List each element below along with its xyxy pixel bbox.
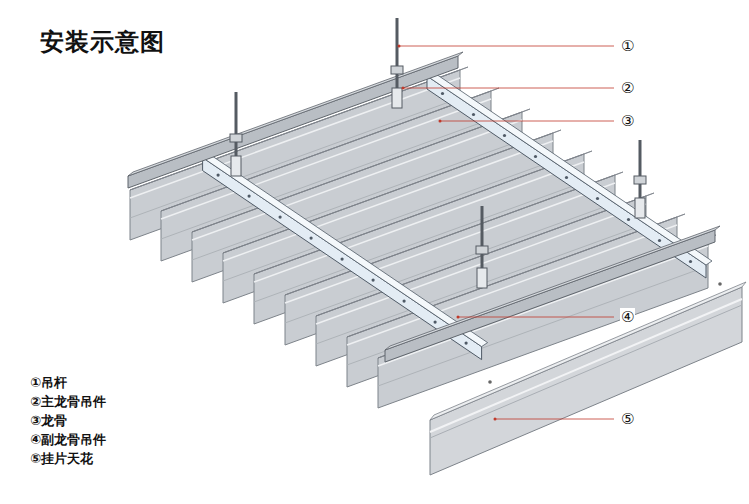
rod-nut: [476, 246, 488, 254]
carrier-hole: [403, 300, 406, 303]
carrier-hole: [248, 195, 251, 198]
carrier-hole: [565, 176, 568, 179]
carrier-hole: [534, 155, 537, 158]
callout-number: ①: [620, 37, 635, 55]
hanger-bracket: [635, 198, 645, 218]
carrier-hole: [627, 218, 630, 221]
loose-baffle-highlight: [430, 299, 742, 432]
hanger-rod: [235, 92, 238, 160]
carrier-hole: [441, 92, 444, 95]
part-name: ①吊杆: [30, 375, 67, 391]
hanger-bracket: [231, 156, 241, 176]
loose-baffle: [430, 287, 742, 475]
carrier-top: [427, 72, 712, 265]
carrier-hole: [372, 279, 375, 282]
carrier-top: [203, 154, 488, 347]
carrier-hole: [310, 237, 313, 240]
rod-nut: [391, 66, 403, 74]
part-name: ④副龙骨吊件: [30, 432, 106, 448]
carrier-hole: [689, 260, 692, 263]
hanger-bracket: [477, 268, 487, 288]
carrier-hole: [465, 342, 468, 345]
carrier-hole: [658, 239, 661, 242]
clip-hole: [488, 380, 492, 384]
leader-line: [495, 419, 614, 420]
callout-number: ⑤: [620, 410, 635, 428]
leader-dot: [402, 87, 405, 90]
callout-number: ④: [620, 308, 635, 326]
carrier-hole: [472, 113, 475, 116]
hanger-rod: [481, 206, 484, 272]
hanger-rod: [396, 18, 399, 92]
main-channel: [128, 56, 458, 188]
leader-line: [458, 317, 614, 318]
main-channel-top: [128, 52, 463, 176]
carrier-hole: [279, 216, 282, 219]
leader-line: [403, 88, 614, 89]
diagram-title: 安装示意图: [40, 28, 165, 57]
callout-number: ③: [620, 112, 635, 130]
carrier-hole: [217, 174, 220, 177]
leader-dot: [457, 316, 460, 319]
carrier-hole: [434, 321, 437, 324]
leader-dot: [398, 45, 401, 48]
leader-dot: [494, 418, 497, 421]
loose-baffle-fold: [430, 305, 742, 438]
rod-nut: [634, 176, 646, 184]
carrier-hole: [596, 197, 599, 200]
carrier-hole: [341, 258, 344, 261]
callout-number: ②: [620, 79, 635, 97]
part-name: ③龙骨: [30, 413, 67, 429]
leader-dot: [439, 120, 442, 123]
leader-line: [399, 46, 614, 47]
hanger-rod: [639, 140, 642, 202]
part-name: ⑤挂片天花: [30, 451, 93, 467]
carrier-hole: [503, 134, 506, 137]
rod-nut: [230, 134, 242, 142]
loose-baffle-flange: [430, 282, 746, 420]
leader-line: [440, 121, 614, 122]
hanger-bracket: [392, 88, 402, 108]
part-name: ②主龙骨吊件: [30, 394, 106, 410]
clip-hole: [718, 282, 722, 286]
